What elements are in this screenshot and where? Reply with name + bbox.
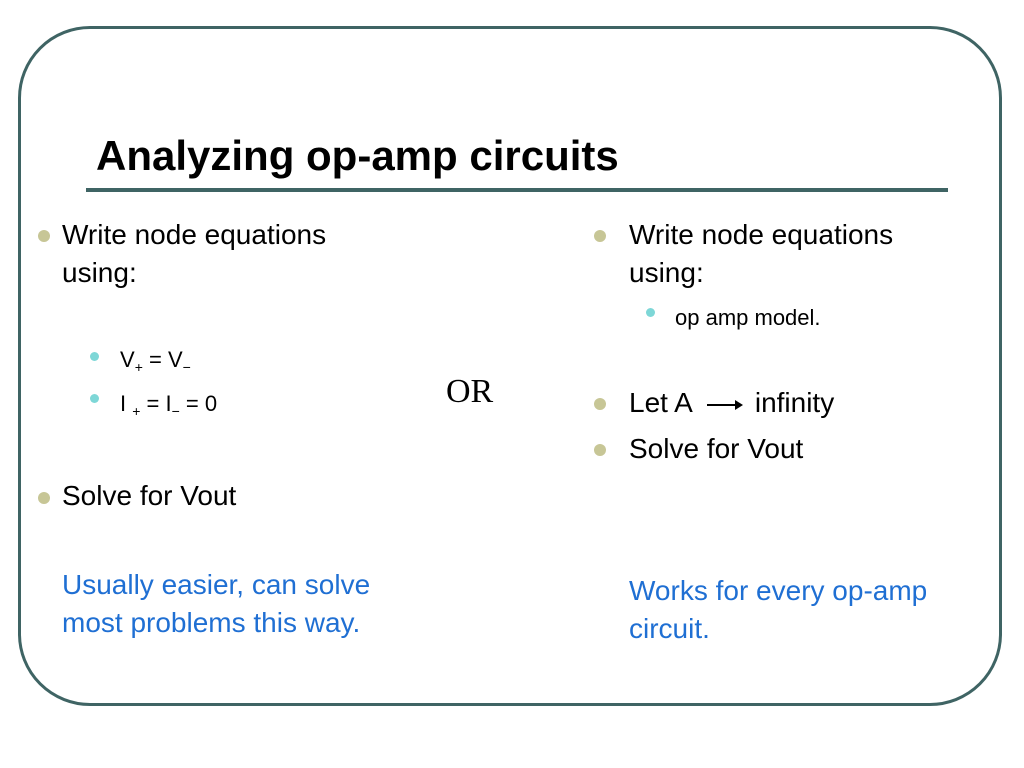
i-plus-label: I bbox=[120, 391, 133, 416]
plus-subscript: + bbox=[134, 359, 143, 375]
minus-subscript: − bbox=[182, 359, 191, 375]
right-bullet-3: Solve for Vout bbox=[629, 433, 804, 464]
infinity-label: infinity bbox=[754, 387, 835, 418]
left-note-line-2: most problems this way. bbox=[62, 607, 361, 638]
slide-frame bbox=[18, 26, 1002, 706]
sub-bullet-icon bbox=[646, 308, 655, 317]
left-bullet-1: Write node equations using: bbox=[62, 216, 326, 292]
right-note: Works for every op-amp circuit. bbox=[629, 572, 927, 648]
right-bullet-1: Write node equations using: bbox=[629, 216, 893, 292]
let-a-label: Let A bbox=[629, 387, 693, 418]
right-sub-bullet-1: op amp model. bbox=[675, 305, 821, 330]
left-bullet-1-line-1: Write node equations bbox=[62, 219, 327, 250]
v-plus-label: V bbox=[120, 347, 135, 372]
i-minus-label: = I bbox=[140, 391, 172, 416]
minus-subscript: − bbox=[171, 403, 180, 419]
bullet-icon bbox=[594, 444, 606, 456]
slide-title: Analyzing op-amp circuits bbox=[96, 132, 619, 179]
right-arrow-icon bbox=[706, 399, 743, 410]
right-note-line-1: Works for every op-amp bbox=[629, 575, 928, 606]
bullet-icon bbox=[594, 398, 606, 410]
left-note-line-1: Usually easier, can solve bbox=[62, 569, 371, 600]
right-note-line-2: circuit. bbox=[629, 613, 710, 644]
bullet-icon bbox=[38, 230, 50, 242]
or-label: OR bbox=[446, 373, 494, 410]
left-bullet-1-line-2: using: bbox=[62, 257, 137, 288]
title-underline bbox=[86, 188, 948, 192]
v-minus-label: = V bbox=[142, 347, 183, 372]
equals-zero-label: = 0 bbox=[179, 391, 218, 416]
right-bullet-1-line-2: using: bbox=[629, 257, 704, 288]
left-bullet-2: Solve for Vout bbox=[62, 480, 237, 511]
bullet-icon bbox=[38, 492, 50, 504]
sub-bullet-icon bbox=[90, 394, 99, 403]
left-note: Usually easier, can solve most problems … bbox=[62, 566, 370, 642]
sub-bullet-icon bbox=[90, 352, 99, 361]
left-sub-bullet-2: I + = I− = 0 bbox=[120, 390, 217, 425]
plus-subscript: + bbox=[132, 403, 141, 419]
bullet-icon bbox=[594, 230, 606, 242]
right-bullet-1-line-1: Write node equations bbox=[629, 219, 894, 250]
right-bullet-2: Let A infinity bbox=[629, 384, 834, 422]
left-sub-bullet-1: V+ = V− bbox=[120, 346, 191, 381]
